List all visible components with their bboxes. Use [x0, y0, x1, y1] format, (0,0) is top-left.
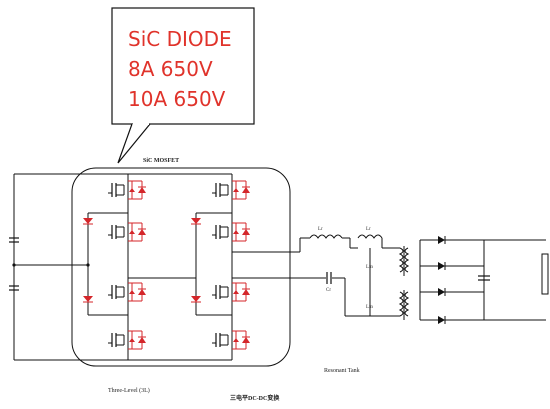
mosfet-diode-cell [108, 330, 146, 350]
caption: 三电平DC-DC变换 [230, 394, 280, 402]
lm-bottom-label: Lm [366, 305, 373, 310]
mosfet-diode-cell [212, 222, 250, 242]
lm-top-label: Lm [366, 265, 373, 270]
sic-mosfet-label: SiC MOSFET [143, 158, 179, 164]
callout-line-2: 8A 650V [128, 57, 213, 81]
sic-mosfet-module-box [71, 167, 291, 367]
three-level-label: Three-Level (3L) [108, 387, 150, 394]
sic-diode-callout: SiC DIODE 8A 650V 10A 650V [111, 7, 255, 164]
mosfet-diode-cell [108, 222, 146, 242]
mosfet-diode-cell [212, 282, 250, 302]
resonant-tank: Lr Lr Cr Lm Lm [232, 227, 400, 317]
transformers [398, 246, 410, 320]
cr-label: Cr [326, 288, 331, 293]
output-rectifier [419, 236, 549, 324]
mosfet-diode-cell [212, 330, 250, 350]
resonant-tank-label: Resonant Tank [324, 368, 360, 374]
callout-line-1: SiC DIODE [128, 27, 232, 51]
dc-bus-left [9, 173, 128, 361]
switch-cells [108, 180, 250, 350]
right-switch-leg [128, 173, 233, 361]
mosfet-diode-cell [212, 180, 250, 200]
mosfet-diode-cell [108, 282, 146, 302]
lr-left-label: Lr [318, 227, 323, 232]
lr-right-label: Lr [366, 227, 371, 232]
callout-line-3: 10A 650V [128, 87, 226, 111]
left-switch-leg [83, 174, 129, 360]
mosfet-diode-cell [108, 180, 146, 200]
